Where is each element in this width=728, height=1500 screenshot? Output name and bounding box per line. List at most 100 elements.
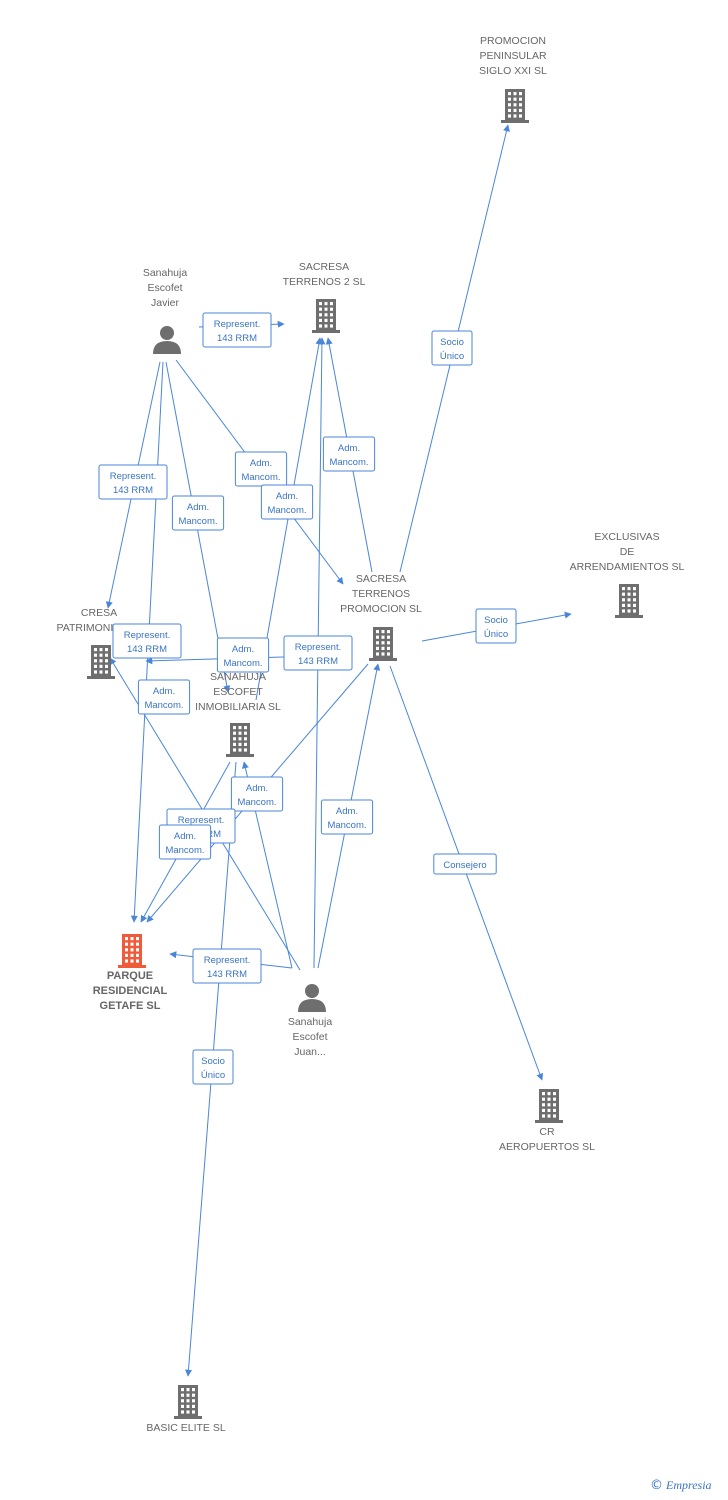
edge-label-text: Adm. [153, 686, 175, 697]
edge-label-text: Adm. [338, 443, 360, 454]
edge-label-text: Mancom. [178, 516, 217, 527]
node-promocion[interactable]: PROMOCION PENINSULAR SIGLO XXI SL [479, 35, 547, 123]
node-sacresa_prom[interactable]: SACRESA TERRENOS PROMOCION SL [340, 573, 422, 661]
edge-label-text: Represent. [178, 815, 224, 826]
node-basic[interactable]: BASIC ELITE SL [146, 1385, 226, 1434]
node-label: SACRESA [356, 573, 406, 585]
edge-label-text: Socio [484, 615, 508, 626]
edge-label-text: Único [484, 629, 508, 640]
node-label: SIGLO XXI SL [479, 65, 547, 77]
node-label: AEROPUERTOS SL [499, 1141, 595, 1153]
node-label: Sanahuja [143, 267, 188, 279]
edge-label-text: Adm. [276, 491, 298, 502]
edge-label-juan-to-sacresa_prom[interactable]: Adm.Mancom. [320, 799, 374, 835]
edge-label-text: Represent. [110, 471, 156, 482]
building-icon [118, 934, 146, 968]
edge-label-text: Represent. [124, 630, 170, 641]
edge-label-box [171, 495, 225, 531]
edge-label-juan-to-sacresa2[interactable]: Represent. 143 RRM [283, 635, 353, 671]
edge-label-text: Socio [201, 1056, 225, 1067]
node-label: TERRENOS 2 SL [283, 276, 366, 288]
node-label: Sanahuja [288, 1016, 333, 1028]
edge-label-text: Represent. [204, 955, 250, 966]
edge-label-text: Adm. [336, 806, 358, 817]
edge-label-box [234, 451, 288, 487]
edge-label-javier-to-sacresa_prom[interactable]: Adm. Mancom. [234, 451, 288, 487]
edge-label-text: Único [440, 351, 464, 362]
edge-label-text: Mancom. [144, 700, 183, 711]
node-label: SACRESA [299, 261, 349, 273]
node-label: ARRENDAMIENTOS SL [570, 561, 685, 573]
edge-label-box [260, 484, 314, 520]
edge-label-box [112, 623, 182, 659]
edge-label-sacresa_prom-to-cr[interactable]: Consejero [433, 853, 497, 875]
node-sacresa2[interactable]: SACRESA TERRENOS 2 SL [283, 261, 366, 333]
edge-label-text: Represent. [295, 642, 341, 653]
node-label: Escofet [147, 282, 182, 294]
copyright-icon: © [650, 1478, 663, 1493]
edge-label-box [322, 436, 376, 472]
edge-label-inmobiliaria-to-sacresa2[interactable]: Adm.Mancom. [260, 484, 314, 520]
edge-label-javier-to-cresa[interactable]: Represent.143 RRM [98, 464, 168, 500]
building-icon [501, 89, 529, 123]
node-label: Juan... [294, 1046, 326, 1058]
edge-label-text: Mancom. [329, 457, 368, 468]
edge-label-text: Adm. [232, 644, 254, 655]
building-icon [369, 627, 397, 661]
node-label: PROMOCION SL [340, 603, 422, 615]
edge-label-box [98, 464, 168, 500]
person-icon [298, 984, 326, 1012]
footer-brand[interactable]: © Empresia [650, 1478, 712, 1493]
edge-label-juan-to-cresa[interactable]: Adm. Mancom. [137, 679, 191, 715]
edge-label-text: Represent. [214, 319, 260, 330]
edge-label-sacresa_prom-to-sacresa2[interactable]: Adm. Mancom. [322, 436, 376, 472]
edge-label-javier-to-inmobiliaria[interactable]: Adm.Mancom. [171, 495, 225, 531]
edge-label-box [431, 330, 473, 366]
edge-label-javier-to-sacresa2[interactable]: Represent. 143 RRM [202, 312, 272, 348]
edge-label-text: Único [201, 1070, 225, 1081]
node-label: ESCOFET [213, 686, 263, 698]
node-label: CRESA [81, 607, 117, 619]
edge-label-text: Adm. [250, 458, 272, 469]
edge-label-cresa-to-sacresa2[interactable]: Adm. Mancom. [216, 637, 270, 673]
edge-label-text: 143 RRM [207, 969, 247, 980]
building-icon [174, 1385, 202, 1419]
edge-label-text: 143 RRM [217, 333, 257, 344]
edge-label-box [283, 635, 353, 671]
edge-label-box [192, 1049, 234, 1085]
building-icon [615, 584, 643, 618]
node-label: RESIDENCIAL [93, 985, 168, 997]
node-label: CR [539, 1126, 555, 1138]
building-icon [226, 723, 254, 757]
node-label: PARQUE [107, 970, 153, 982]
edge-label-text: 143 RRM [298, 656, 338, 667]
node-label: GETAFE SL [100, 1000, 161, 1012]
node-juan[interactable]: SanahujaEscofetJuan... [288, 984, 333, 1058]
edge-label-javier-to-parque[interactable]: Represent. 143 RRM [112, 623, 182, 659]
edge-label-juan-to-parque[interactable]: Represent. 143 RRM [192, 948, 262, 984]
edge-label-text: 143 RRM [127, 644, 167, 655]
node-label: BASIC ELITE SL [146, 1422, 226, 1434]
edge-label-juan-to-inmobiliaria[interactable]: Adm.Mancom. [230, 776, 284, 812]
brand-logo: Empresia [666, 1478, 712, 1492]
edge-label-box [320, 799, 374, 835]
edge-label-text: Mancom. [223, 658, 262, 669]
node-label: PROMOCION [480, 35, 546, 47]
edge-label-text: Mancom. [241, 472, 280, 483]
edge-label-sacresa_prom-to-parque[interactable]: Adm.Mancom. [158, 824, 212, 860]
node-label: TERRENOS [352, 588, 410, 600]
node-label: Javier [151, 297, 180, 309]
node-parque[interactable]: PARQUE RESIDENCIAL GETAFE SL [93, 934, 168, 1012]
node-cr[interactable]: CR AEROPUERTOS SL [499, 1089, 595, 1153]
edge-label-box [192, 948, 262, 984]
node-label: PENINSULAR [479, 50, 547, 62]
